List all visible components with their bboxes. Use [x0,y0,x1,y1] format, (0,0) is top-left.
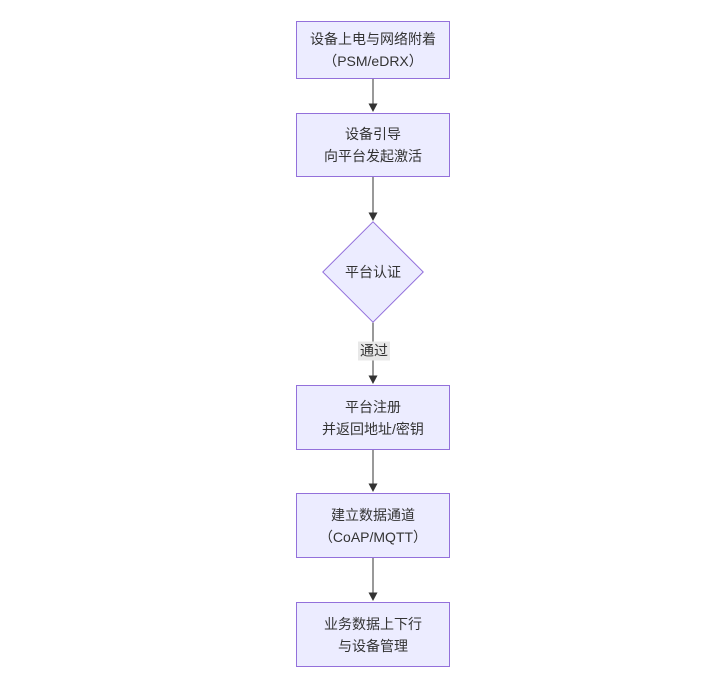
node-text: （PSM/eDRX） [323,53,423,69]
arrowhead-icon [368,483,378,492]
node-text: 平台注册 [345,398,401,415]
node-text: 与设备管理 [338,637,408,654]
flow-node-business-data-mgmt: 业务数据上下行 与设备管理 [296,602,450,667]
node-text: （CoAP/MQTT） [318,528,428,545]
arrowhead-icon [368,375,378,384]
flow-node-platform-register: 平台注册 并返回地址/密钥 [296,385,450,450]
node-text: 设备引导 [345,126,401,142]
flow-node-device-power-attach: 设备上电与网络附着 （PSM/eDRX） [296,21,450,79]
arrowhead-icon [368,103,378,112]
node-text: 建立数据通道 [331,506,415,523]
flow-node-device-bootstrap: 设备引导 向平台发起激活 [296,113,450,177]
node-text: 向平台发起激活 [324,148,422,164]
flow-node-data-channel: 建立数据通道 （CoAP/MQTT） [296,493,450,558]
node-text: 并返回地址/密钥 [322,420,424,437]
arrowhead-icon [368,212,378,221]
arrowhead-icon [368,592,378,601]
flow-node-platform-auth-decision: 平台认证 [322,221,424,323]
node-text: 业务数据上下行 [324,615,422,632]
edge-label-pass: 通过 [358,341,390,361]
node-text: 设备上电与网络附着 [310,31,436,47]
node-text: 平台认证 [345,264,401,280]
